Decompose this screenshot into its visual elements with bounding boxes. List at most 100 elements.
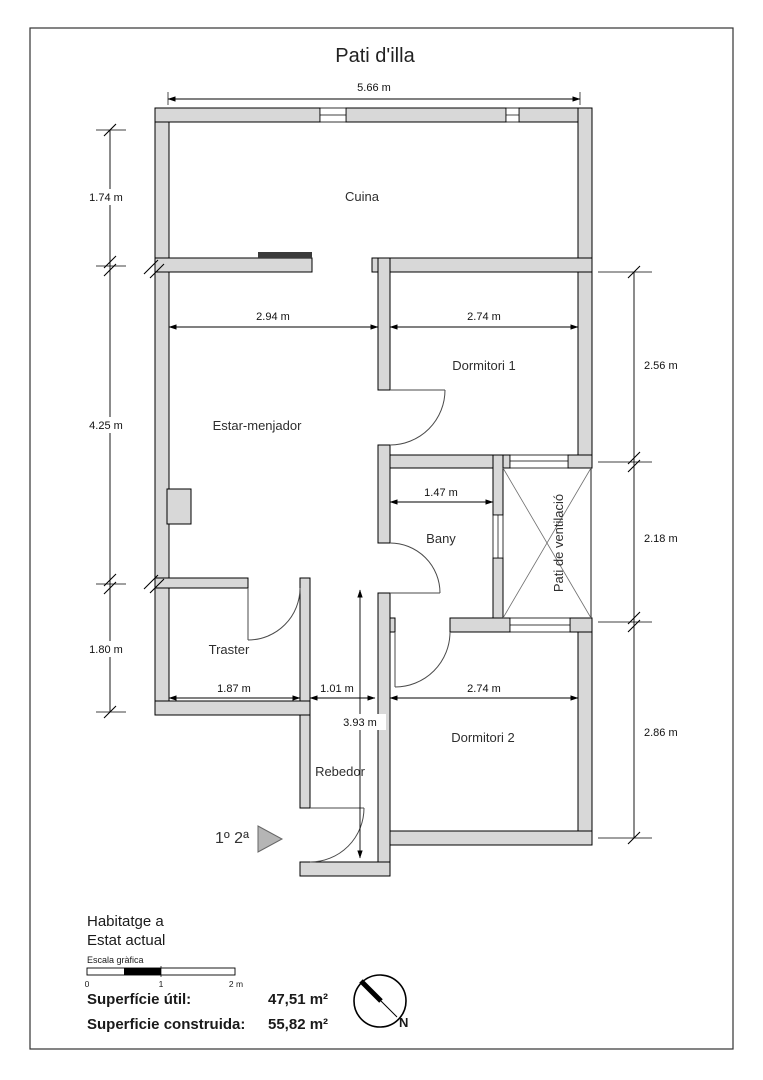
scale-label-2: 2 m: [229, 979, 243, 989]
useful-area-value: 47,51 m²: [268, 991, 328, 1008]
wall-bany-top-a: [389, 454, 511, 469]
legend-line-1: Habitatge a: [87, 913, 164, 930]
walls: [154, 107, 593, 877]
wall-break-tick: [143, 259, 159, 275]
legend-line-2: Estat actual: [87, 932, 165, 949]
dim-label-right-1: 2.56 m: [644, 360, 678, 372]
dimension-top: 5.66 m: [167, 82, 581, 105]
dim-label-left-2: 4.25 m: [89, 420, 123, 432]
scale-label-1: 1: [159, 979, 164, 989]
door-arc-traster: [247, 587, 301, 641]
wall-dorm2-top-a: [389, 617, 396, 633]
door-arc-dorm1: [389, 389, 446, 446]
dim-tick: [103, 581, 117, 595]
dim-label-traster: 1.87 m: [217, 683, 251, 695]
pati-cross-line-2: [502, 467, 592, 619]
room-label-bany: Bany: [426, 531, 456, 546]
door-arc-bany: [389, 542, 441, 594]
wall-dorm2-bottom: [389, 830, 593, 846]
dim-label-bg: [82, 189, 130, 205]
dim-tick: [627, 451, 641, 465]
dim-label-rebedor: 1.01 m: [320, 683, 354, 695]
wall-kitchen-living: [154, 257, 313, 273]
kitchen-counter: [258, 252, 312, 258]
wall-core-upper: [377, 257, 391, 391]
wall-left: [154, 107, 170, 716]
dim-label-right-3: 2.86 m: [644, 727, 678, 739]
scale-label-0: 0: [85, 979, 90, 989]
dim-label-left-3: 1.80 m: [89, 644, 123, 656]
room-label-pati: Pati de ventilació: [551, 494, 566, 592]
dimensions-interior: 2.94 m 2.74 m 1.47 m 1.87 m 1.01 m 2.74 …: [168, 311, 579, 859]
room-label-estar: Estar-menjador: [213, 418, 303, 433]
wall-dorm2-top-c: [569, 617, 593, 633]
dim-label-bg: [334, 714, 386, 730]
wall-traster-bottom: [154, 700, 311, 716]
dim-label-bg: [640, 356, 686, 372]
built-area-value: 55,82 m²: [268, 1016, 328, 1033]
dim-label-dorm2: 2.74 m: [467, 683, 501, 695]
door-arc-entry: [309, 807, 365, 863]
wall-top-a: [154, 107, 321, 123]
dimension-right-chain: 2.56 m 2.18 m 2.86 m: [598, 265, 686, 845]
wall-core-mid: [377, 444, 391, 544]
dim-tick: [103, 705, 117, 719]
useful-area-label: Superfície útil:: [87, 991, 191, 1008]
wall-right-lower: [577, 617, 593, 846]
dim-label-bg: [640, 529, 686, 545]
unit-marker: 1º 2ª: [215, 825, 284, 853]
dim-tick: [627, 619, 641, 633]
dim-tick: [103, 263, 117, 277]
ventilation-patio: Pati de ventilació: [502, 467, 592, 619]
dim-tick: [627, 831, 641, 845]
wall-traster-top: [154, 577, 249, 589]
wall-corridor-left: [299, 577, 311, 809]
dim-tick: [103, 255, 117, 269]
room-label-dorm2: Dormitori 2: [451, 730, 515, 745]
dim-tick: [103, 123, 117, 137]
north-needle-tail-icon: [380, 1000, 398, 1018]
wall-break-tick: [149, 263, 165, 279]
dim-label-bg: [640, 723, 686, 739]
door-arc-dorm2: [394, 631, 451, 688]
wall-dorm2-top-b: [449, 617, 511, 633]
dim-tick: [627, 459, 641, 473]
wall-entry-bottom: [299, 861, 391, 877]
room-label-rebedor: Rebedor: [315, 764, 366, 779]
wall-break-tick: [143, 574, 159, 590]
dimension-left-chain: 1.74 m 4.25 m 1.80 m: [82, 123, 165, 719]
dim-tick: [627, 611, 641, 625]
dim-tick: [103, 573, 117, 587]
room-labels: Cuina Estar-menjador Dormitori 1 Bany Tr…: [209, 189, 516, 779]
dim-label-hall: 3.93 m: [343, 717, 377, 729]
dim-label-bg: [82, 417, 130, 433]
dim-label-estar: 2.94 m: [256, 311, 290, 323]
unit-arrow-icon: [257, 825, 284, 853]
legend: Habitatge a Estat actual Escala gràfica …: [85, 913, 328, 1033]
north-label: N: [399, 1015, 408, 1030]
wall-top-b: [345, 107, 507, 123]
room-label-traster: Traster: [209, 642, 250, 657]
dim-label-right-2: 2.18 m: [644, 533, 678, 545]
wall-right-upper: [577, 107, 593, 463]
unit-label: 1º 2ª: [215, 830, 249, 847]
wall-bany-right-a: [492, 454, 504, 516]
room-label-dorm1: Dormitori 1: [452, 358, 516, 373]
dim-label-dorm1: 2.74 m: [467, 311, 501, 323]
dim-label-bany: 1.47 m: [424, 487, 458, 499]
scale-bar-fill: [124, 968, 161, 975]
page-border: [29, 27, 734, 1050]
wall-kitchen-dorm1: [371, 257, 593, 273]
windows: [319, 107, 571, 633]
dim-label-bg: [82, 641, 130, 657]
doors: [247, 389, 451, 863]
built-area-label: Superficie construida:: [87, 1016, 245, 1033]
scale-title: Escala gràfica: [87, 955, 144, 965]
dim-label-left-1: 1.74 m: [89, 192, 123, 204]
room-label-cuina: Cuina: [345, 189, 380, 204]
page-title: Pati d'illa: [335, 45, 415, 67]
wall-pillar: [166, 488, 192, 525]
dim-label-top: 5.66 m: [357, 82, 391, 94]
